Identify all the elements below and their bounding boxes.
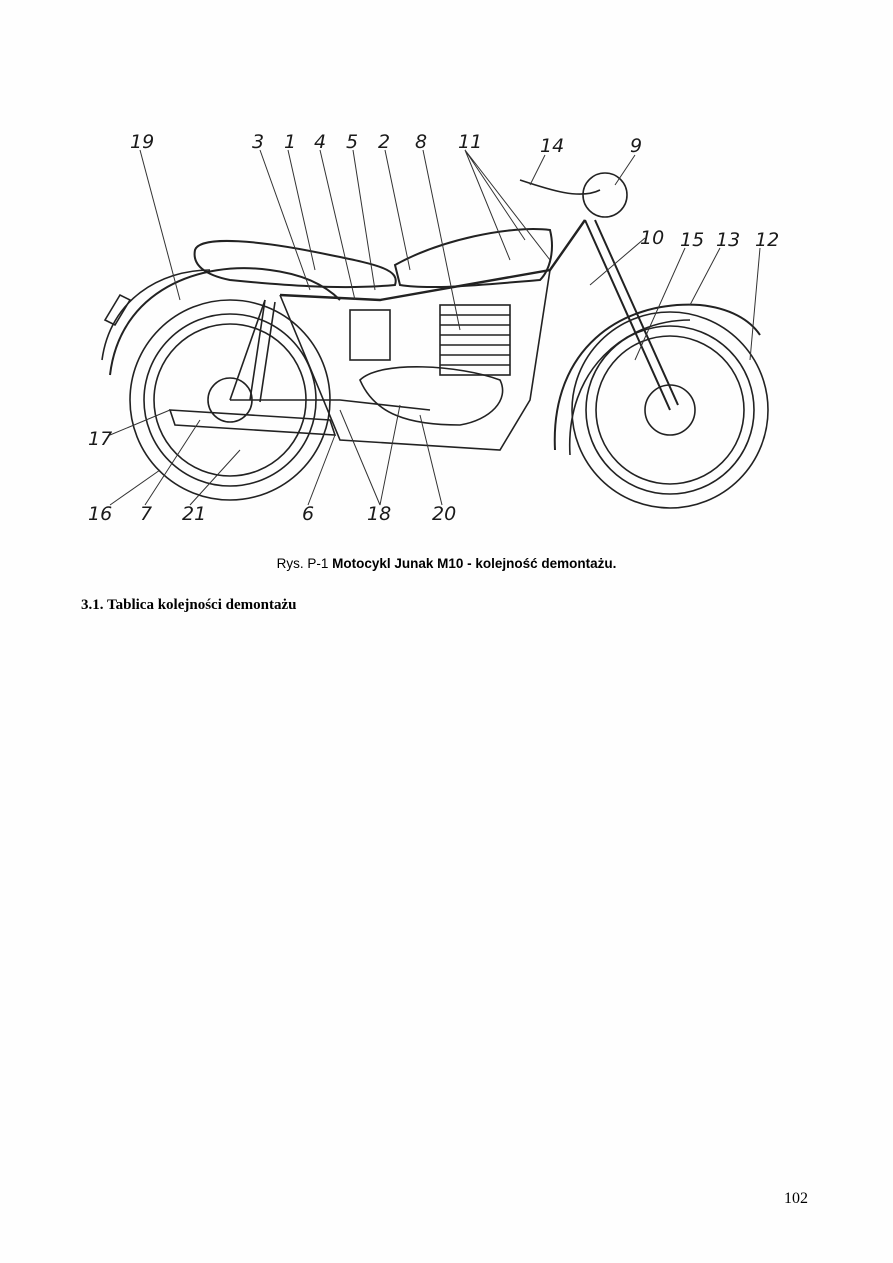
callout-13: 13: [716, 229, 740, 251]
callout-6: 6: [302, 503, 314, 525]
caption-title: Motocykl Junak M10 - kolejność demontażu…: [332, 556, 617, 571]
caption-prefix: Rys. P-1: [276, 556, 329, 571]
motorcycle-figure: 19 3 1 4 5 2 8 11 14 9 10 15 13 12 17 16…: [80, 120, 800, 540]
section-heading: 3.1. Tablica kolejności demontażu: [81, 597, 297, 613]
callout-8: 8: [415, 131, 427, 153]
callout-17: 17: [88, 428, 112, 450]
callout-15: 15: [680, 229, 704, 251]
figure-caption: Rys. P-1 Motocykl Junak M10 - kolejność …: [0, 556, 893, 571]
callout-19: 19: [130, 131, 154, 153]
callout-7: 7: [140, 503, 152, 525]
callout-14: 14: [540, 135, 564, 157]
callout-12: 12: [755, 229, 779, 251]
callout-18: 18: [367, 503, 391, 525]
callout-4: 4: [314, 131, 326, 153]
callout-9: 9: [630, 135, 642, 157]
callout-10: 10: [640, 227, 664, 249]
callout-21: 21: [182, 503, 206, 525]
callout-11: 11: [458, 131, 482, 153]
callout-20: 20: [432, 503, 456, 525]
callout-5: 5: [346, 131, 358, 153]
callout-2: 2: [378, 131, 390, 153]
page-number: 102: [784, 1190, 808, 1207]
motorcycle-drawing: 19 3 1 4 5 2 8 11 14 9 10 15 13 12 17 16…: [88, 131, 779, 525]
callout-1: 1: [284, 131, 296, 153]
callout-3: 3: [252, 131, 264, 153]
callout-16: 16: [88, 503, 112, 525]
